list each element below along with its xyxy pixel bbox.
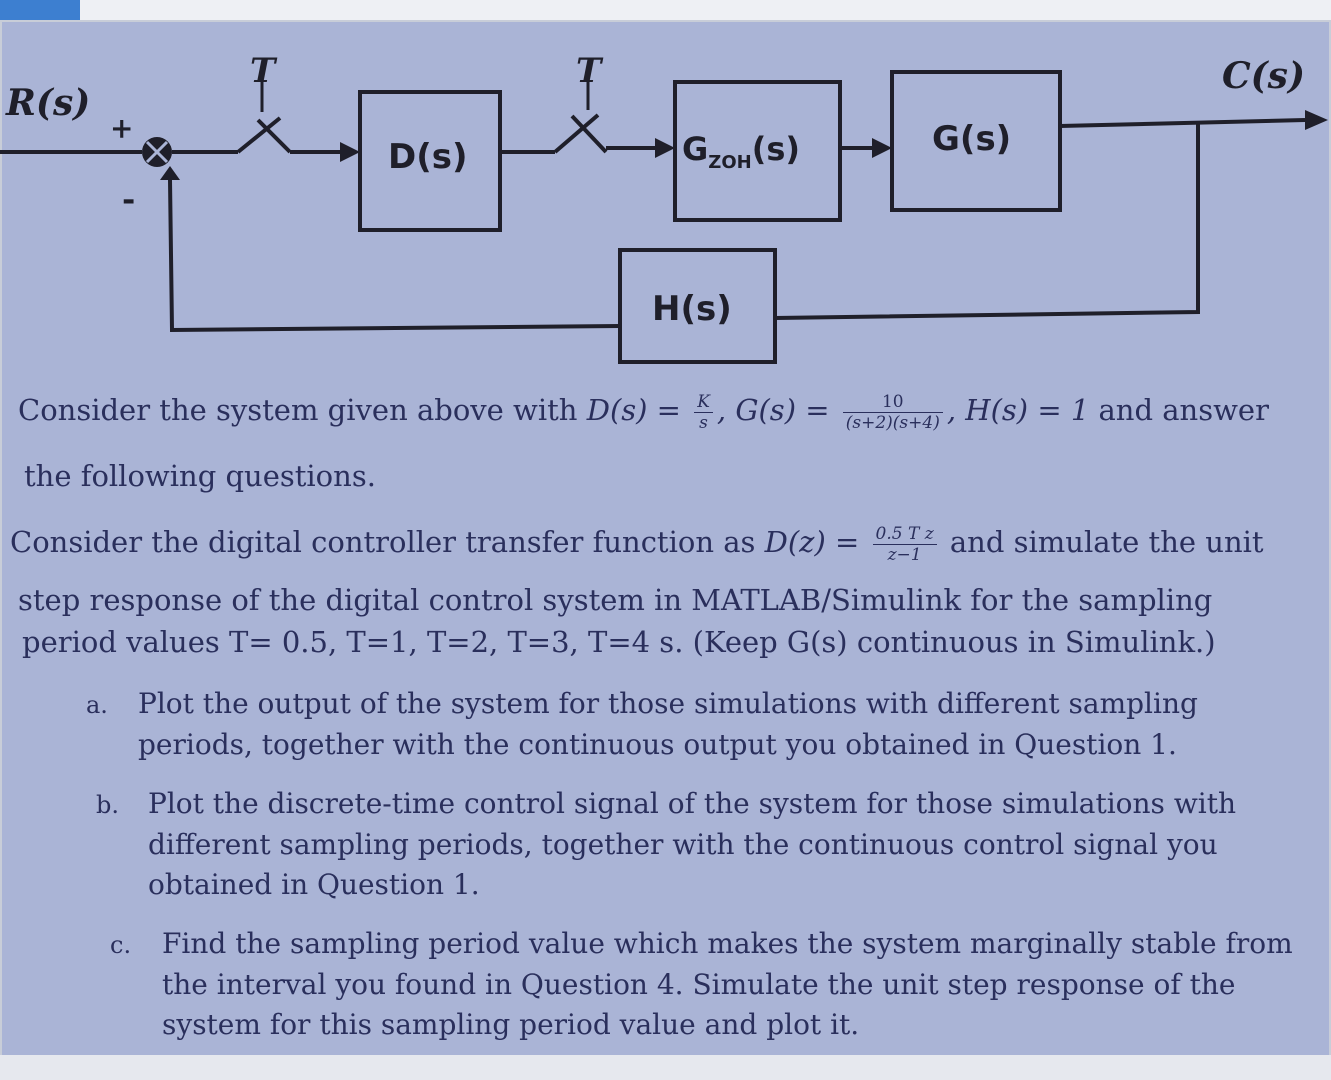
block-d (358, 90, 502, 232)
intro-prefix: Consider the system given above with (18, 393, 587, 427)
list-item-a: a. Plot the output of the system for thos… (86, 684, 1198, 765)
list-item-c: c. Find the sampling period value which m… (110, 924, 1293, 1045)
d-z-denominator: z−1 (887, 544, 922, 565)
block-g-label: G(s) (932, 119, 1011, 159)
g-s-numerator: 10 (842, 392, 943, 413)
minus-sign: - (122, 180, 135, 218)
d-s-numerator: K (694, 392, 713, 413)
block-h (618, 248, 777, 364)
item-a-line-1: Plot the output of the system for those … (138, 687, 1198, 720)
h-s-text: , H(s) = 1 (946, 393, 1090, 427)
document-page (0, 20, 1331, 1060)
question-line-2: step response of the digital control sys… (18, 583, 1213, 617)
list-marker-b: b. (96, 791, 119, 819)
question-line-3: period values T= 0.5, T=1, T=2, T=3, T=4… (22, 625, 1216, 659)
block-diagram: R(s) + - T D(s) T GZOH(s) G(s) C(s) (0, 51, 1328, 364)
summing-junction (142, 137, 172, 167)
block-d-label: D(s) (388, 137, 468, 177)
question-prefix: Consider the digital controller transfer… (10, 525, 765, 559)
output-label: C(s) (1222, 55, 1305, 97)
item-b-line-3: obtained in Question 1. (148, 868, 480, 901)
item-c-line-1: Find the sampling period value which mak… (162, 927, 1293, 960)
g-s-denominator: (s+2)(s+4) (845, 412, 940, 433)
plus-sign: + (110, 112, 133, 145)
d-z-numerator: 0.5 T z (872, 524, 937, 545)
item-b-line-2: different sampling periods, together wit… (148, 828, 1218, 861)
item-a-line-2: periods, together with the continuous ou… (138, 728, 1177, 761)
sampler-2-label: T (576, 51, 604, 91)
question-line-1: Consider the digital controller transfer… (10, 522, 1264, 565)
intro-suffix: and answer (1089, 393, 1269, 427)
g-s-lhs: , G(s) = (716, 393, 839, 427)
sampler-switch-2 (553, 78, 608, 154)
item-c-line-2: the interval you found in Question 4. Si… (162, 968, 1236, 1001)
bottom-edge (0, 1055, 1331, 1080)
block-h-label: H(s) (652, 289, 732, 329)
block-zoh (673, 80, 842, 222)
d-s-denominator: s (699, 412, 708, 433)
list-item-b: b. Plot the discrete-time control signal … (96, 784, 1236, 905)
block-g (890, 70, 1062, 212)
input-label: R(s) (5, 82, 90, 124)
top-accent-bar (0, 0, 80, 22)
item-b-line-1: Plot the discrete-time control signal of… (148, 787, 1237, 820)
d-z-lhs: D(z) = (764, 525, 869, 559)
list-marker-a: a. (86, 691, 108, 719)
list-marker-c: c. (110, 931, 132, 959)
item-c-line-3: system for this sampling period value an… (162, 1008, 860, 1041)
intro-line-1: Consider the system given above with D(s… (18, 390, 1269, 433)
block-zoh-label: GZOH(s) (682, 130, 800, 173)
intro-line-2: the following questions. (24, 459, 376, 493)
question-suffix: and simulate the unit (940, 525, 1264, 559)
d-s-lhs: D(s) = (586, 393, 691, 427)
sampler-switch-1 (236, 78, 292, 154)
sampler-1-label: T (250, 51, 278, 91)
g-s-fraction: 10(s+2)(s+4) (842, 392, 943, 433)
